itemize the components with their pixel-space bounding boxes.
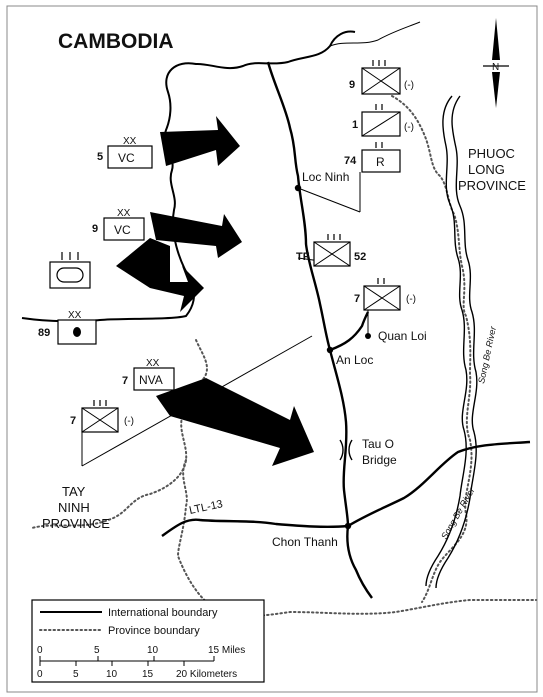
map-legend: International boundary Province boundary… xyxy=(31,599,265,683)
unit-89: XX 89 xyxy=(38,310,97,345)
map-frame xyxy=(6,5,538,693)
unit-type: NVA xyxy=(139,373,163,387)
unit-number: 5 xyxy=(97,151,103,163)
legend-province-label: Province boundary xyxy=(108,625,200,637)
unit-74-ranger: R 74 xyxy=(344,142,401,173)
attack-arrow-upper-center xyxy=(150,212,242,258)
attack-arrow-loc-ninh xyxy=(160,116,240,166)
label-an-loc: An Loc xyxy=(336,353,373,367)
province-boundary-east xyxy=(391,95,473,603)
an-loc-dot xyxy=(326,346,334,354)
svg-text:PROVINCE: PROVINCE xyxy=(458,178,526,193)
attack-arrow-an-loc xyxy=(156,378,314,466)
unit-9-vc: XX VC 9 xyxy=(92,208,145,241)
unit-9-top: 9 (-) xyxy=(349,60,414,95)
unit-7-nva: XX NVA 7 xyxy=(122,358,175,391)
border-river xyxy=(329,21,421,47)
unit-suffix: (-) xyxy=(404,80,414,91)
unit-suffix: (-) xyxy=(406,294,416,305)
scale-miles-15: 15 Miles xyxy=(208,645,245,656)
unit-armor xyxy=(49,252,91,289)
label-quan-loi: Quan Loi xyxy=(378,329,427,343)
svg-text:NINH: NINH xyxy=(58,500,90,515)
unit-suffix: (-) xyxy=(404,122,414,133)
unit-type: VC xyxy=(114,223,131,237)
unit-size: XX xyxy=(123,136,137,147)
scale-km-15: 15 xyxy=(142,669,154,680)
svg-text:PHUOC: PHUOC xyxy=(468,146,515,161)
unit-size: XX xyxy=(146,358,160,369)
label-chon-thanh: Chon Thanh xyxy=(272,535,338,549)
unit-prefix: TF xyxy=(296,251,310,263)
legend-international-label: International boundary xyxy=(108,607,218,619)
svg-text:LONG: LONG xyxy=(468,162,505,177)
unit-number: 52 xyxy=(354,251,366,263)
scale-km-10: 10 xyxy=(106,669,118,680)
attack-arrow-lower-center xyxy=(116,238,204,312)
map-title: CAMBODIA xyxy=(58,30,174,53)
scale-miles-5: 5 xyxy=(94,645,100,656)
unit-number: 7 xyxy=(122,375,128,387)
label-tau-o: Tau O xyxy=(362,437,394,451)
unit-number: 9 xyxy=(349,79,355,91)
unit-number: 9 xyxy=(92,223,98,235)
unit-tf-52: TF 52 xyxy=(296,234,366,267)
unit-number: 74 xyxy=(344,155,357,167)
unit-5-vc: XX VC 5 xyxy=(97,136,153,169)
song-be-river-west xyxy=(425,95,468,587)
unit-number: 7 xyxy=(70,415,76,427)
unit-type: R xyxy=(376,155,385,169)
unit-size: XX xyxy=(117,208,131,219)
leader-line-loc-ninh xyxy=(297,187,361,213)
unit-number: 1 xyxy=(352,119,358,131)
unit-7-southwest: 7 (-) xyxy=(70,400,134,433)
road-quan-loi xyxy=(329,311,370,352)
unit-1: 1 (-) xyxy=(352,104,414,137)
unit-type: VC xyxy=(118,151,135,165)
bridge-icon xyxy=(339,439,353,461)
unit-7-quan-loi: 7 (-) xyxy=(354,278,416,336)
scale-km-0: 0 xyxy=(37,669,43,680)
svg-text:PROVINCE: PROVINCE xyxy=(42,516,110,531)
scale-km-5: 5 xyxy=(73,669,79,680)
scale-km-20: 20 Kilometers xyxy=(176,669,237,680)
label-loc-ninh: Loc Ninh xyxy=(302,170,349,184)
scale-miles-0: 0 xyxy=(37,645,43,656)
svg-text:TAY: TAY xyxy=(62,484,86,499)
tay-ninh-province-label: TAY NINH PROVINCE xyxy=(42,484,110,531)
phuoc-long-province-label: PHUOC LONG PROVINCE xyxy=(458,146,526,193)
scale-miles-10: 10 xyxy=(147,645,159,656)
north-label: N xyxy=(492,62,499,73)
label-bridge: Bridge xyxy=(362,453,397,467)
song-be-river-east xyxy=(435,95,478,589)
loc-ninh-dot xyxy=(294,184,302,192)
unit-size: XX xyxy=(68,310,82,321)
north-arrow-icon: N xyxy=(483,18,509,108)
unit-number: 7 xyxy=(354,293,360,305)
unit-suffix: (-) xyxy=(124,416,134,427)
unit-number: 89 xyxy=(38,327,50,339)
chon-thanh-dot xyxy=(344,522,352,530)
scale-bar: 0 5 10 15 Miles 0 5 10 15 20 Kilometers xyxy=(37,645,245,680)
